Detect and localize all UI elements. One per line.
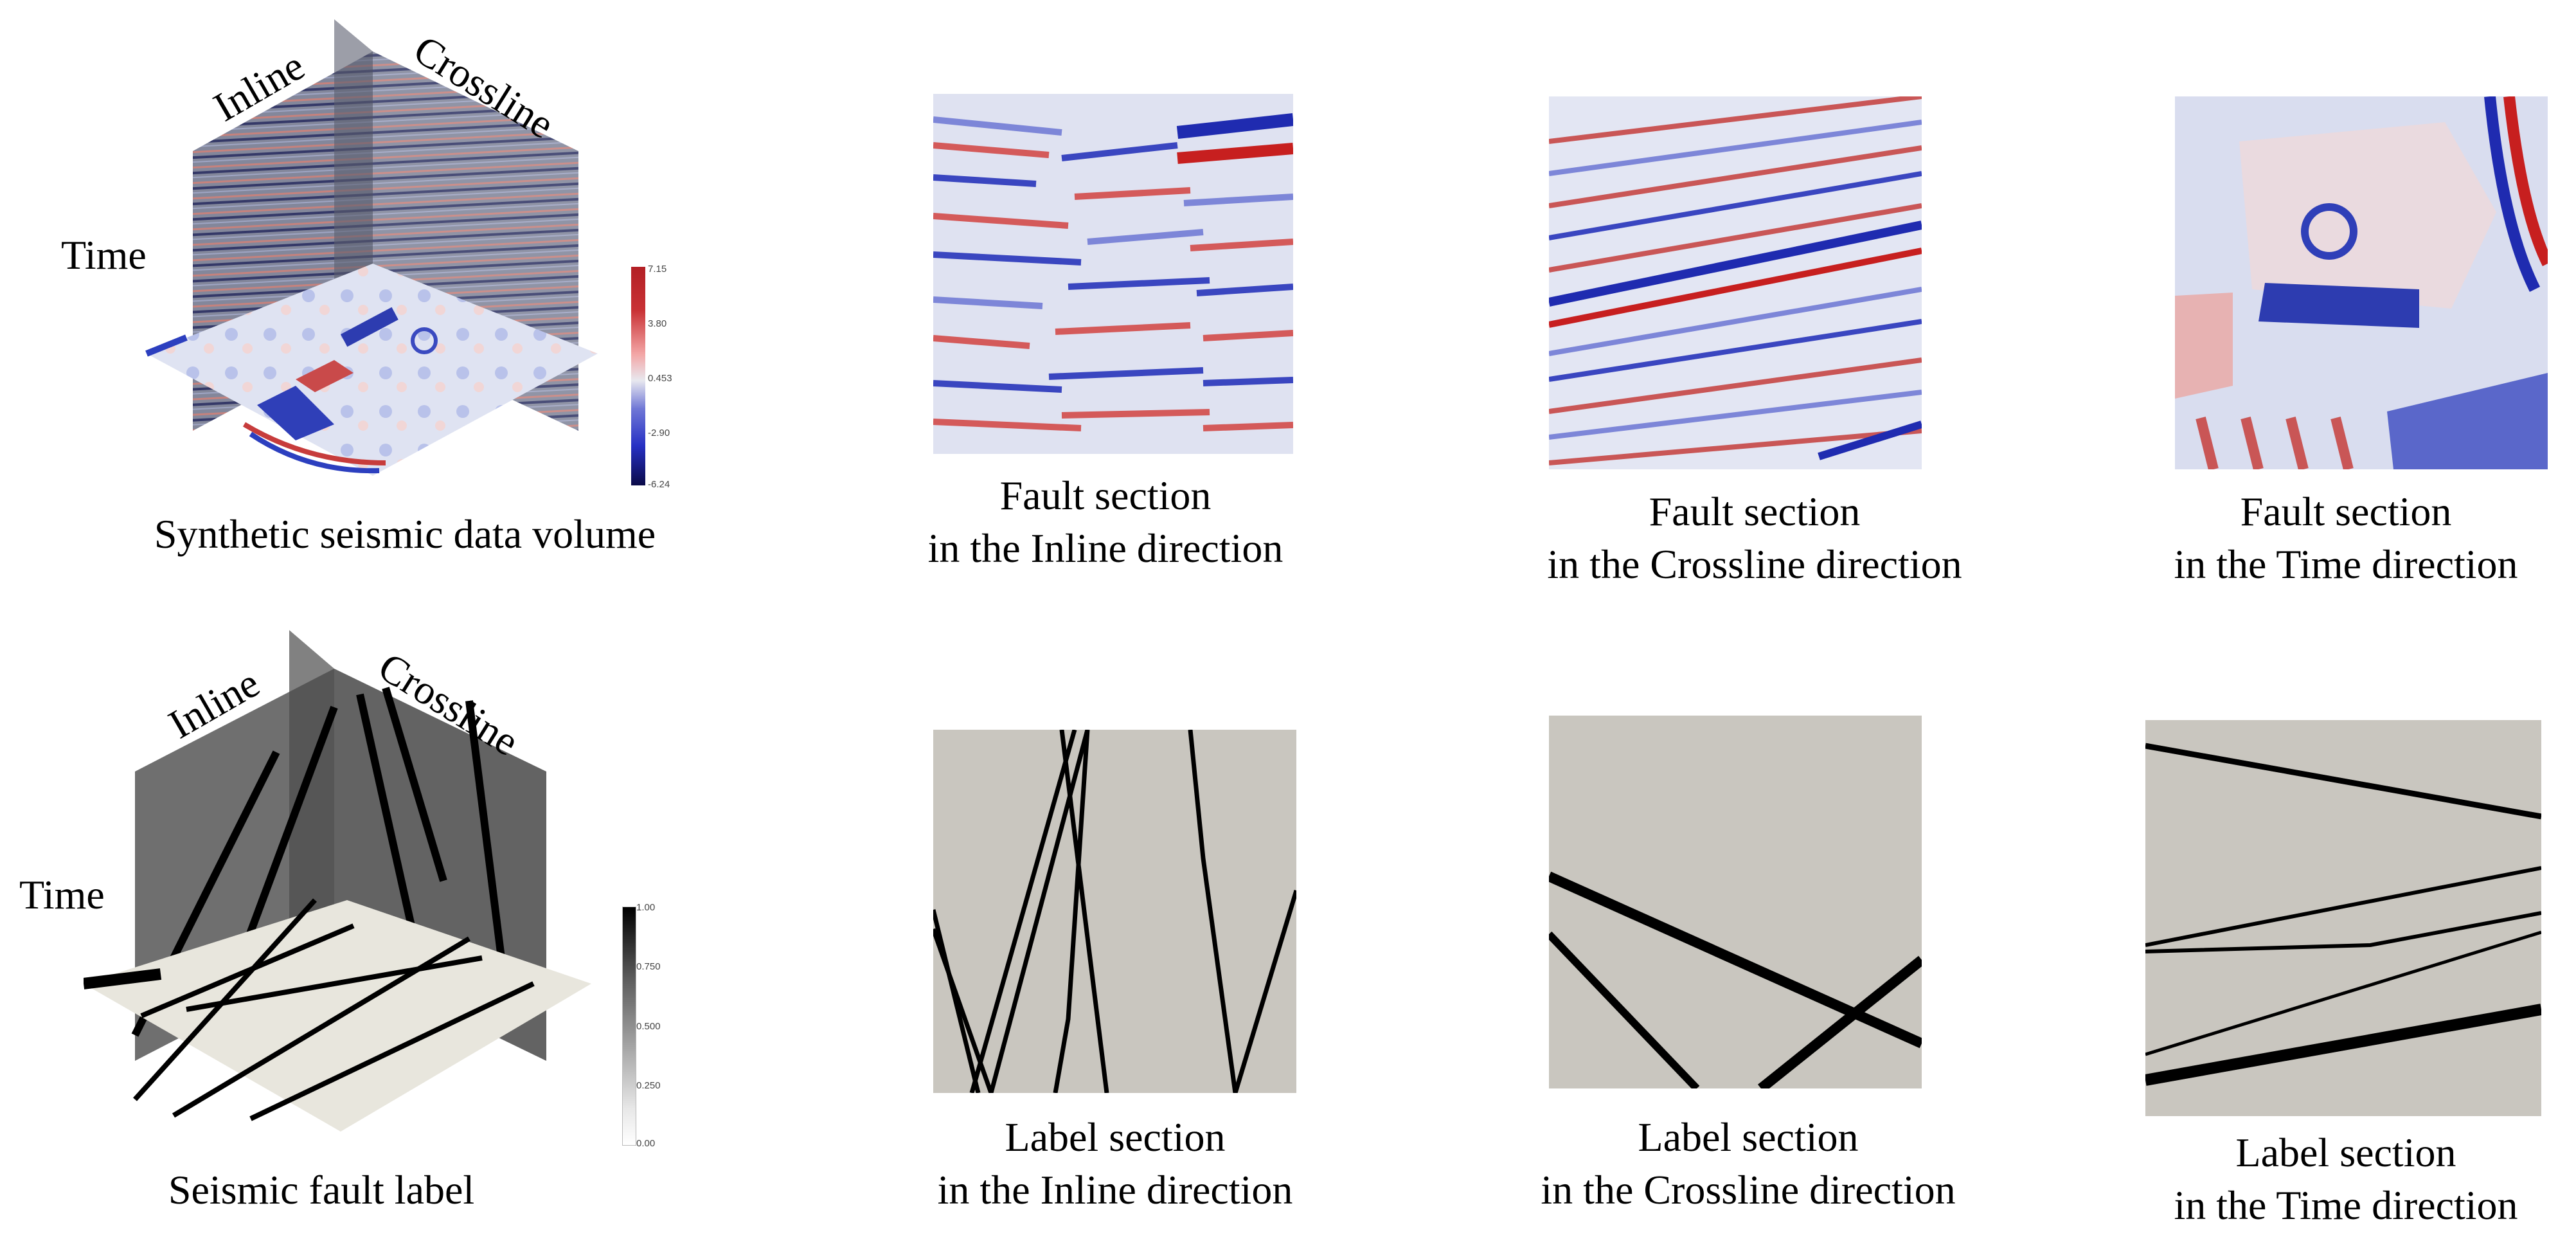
label-section-crossline-caption: Label section in the Crossline direction xyxy=(1491,1111,2005,1216)
fault-section-crossline-caption: Fault section in the Crossline direction xyxy=(1498,485,2012,591)
label-section-inline-image xyxy=(933,730,1296,1093)
caption-line-2: in the Inline direction xyxy=(927,525,1284,571)
caption-line-1: Fault section xyxy=(1649,489,1861,534)
caption-line-1: Label section xyxy=(2235,1130,2456,1175)
seismic-colorbar xyxy=(631,267,645,485)
top-axis-time-label: Time xyxy=(61,232,147,278)
seismic-volume-caption: Synthetic seismic data volume xyxy=(154,511,656,557)
seismic-volume-3d xyxy=(141,13,630,476)
seismic-colorbar-tick: -6.24 xyxy=(648,479,670,490)
caption-line-2: in the Inline direction xyxy=(937,1167,1293,1213)
caption-line-2: in the Crossline direction xyxy=(1541,1167,1956,1213)
caption-line-2: in the Crossline direction xyxy=(1547,541,1962,587)
label-colorbar-tick: 0.750 xyxy=(636,961,661,972)
seismic-colorbar-tick: 0.453 xyxy=(648,373,672,384)
caption-line-1: Label section xyxy=(1005,1114,1226,1160)
fault-section-time-image xyxy=(2175,96,2548,469)
label-colorbar-tick: 0.500 xyxy=(636,1021,661,1032)
seismic-colorbar-tick: -2.90 xyxy=(648,428,670,438)
label-section-crossline-image xyxy=(1549,716,1922,1088)
label-section-time-caption: Label section in the Time direction xyxy=(2121,1126,2571,1232)
seismic-colorbar-tick: 3.80 xyxy=(648,318,667,329)
label-section-inline-caption: Label section in the Inline direction xyxy=(890,1111,1340,1216)
label-colorbar xyxy=(622,907,636,1146)
caption-line-2: in the Time direction xyxy=(2174,1182,2518,1228)
fault-section-crossline-image xyxy=(1549,96,1922,469)
label-colorbar-tick: 0.00 xyxy=(636,1138,656,1149)
bottom-axis-time-label: Time xyxy=(19,872,105,917)
label-volume-3d xyxy=(84,624,598,1138)
label-section-time-image xyxy=(2145,720,2541,1116)
caption-line-1: Fault section xyxy=(999,473,1212,518)
label-colorbar-tick: 0.250 xyxy=(636,1080,661,1091)
label-colorbar-tick: 1.00 xyxy=(636,902,656,913)
caption-line-1: Label section xyxy=(1638,1114,1859,1160)
caption-line-2: in the Time direction xyxy=(2174,541,2518,587)
fault-section-inline-image xyxy=(933,94,1293,454)
fault-section-inline-caption: Fault section in the Inline direction xyxy=(881,469,1330,575)
caption-line-1: Fault section xyxy=(2240,489,2452,534)
seismic-colorbar-tick: 7.15 xyxy=(648,264,667,275)
label-volume-caption: Seismic fault label xyxy=(168,1167,475,1213)
fault-section-time-caption: Fault section in the Time direction xyxy=(2121,485,2571,591)
